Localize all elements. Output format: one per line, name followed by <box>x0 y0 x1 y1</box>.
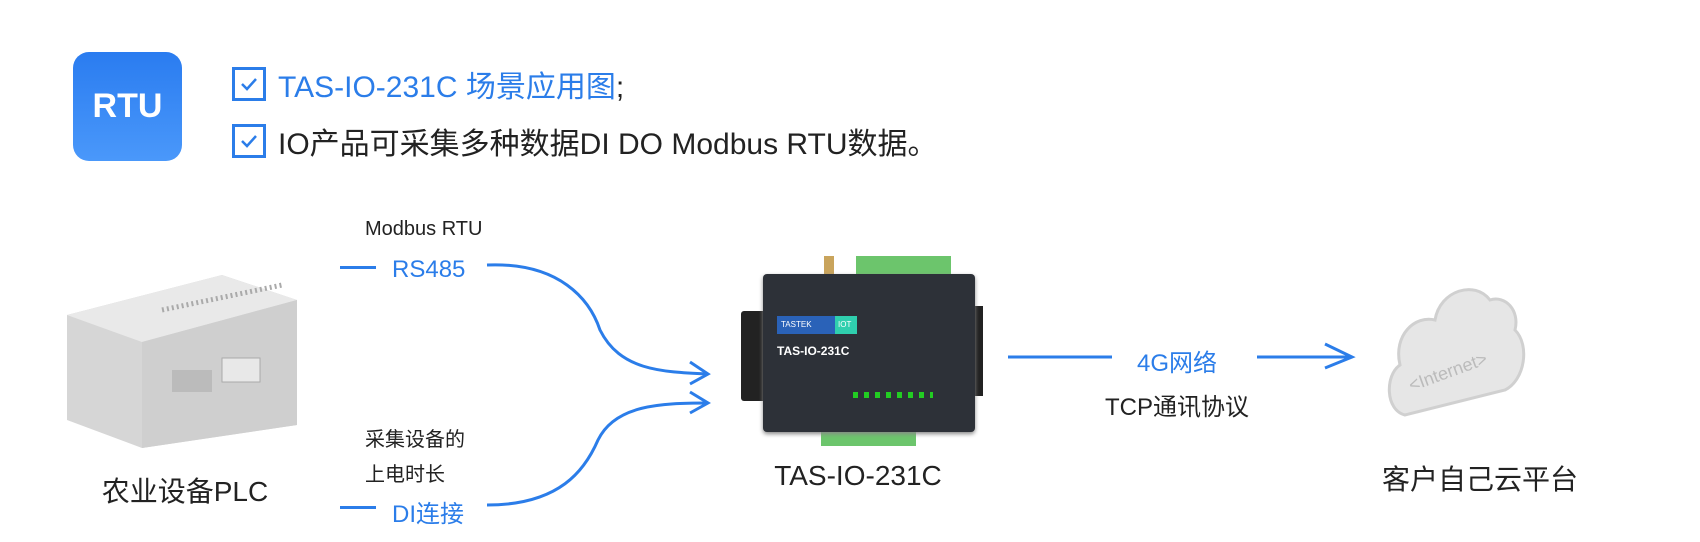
arrowhead-icon <box>689 360 711 386</box>
device-label: TAS-IO-231C <box>774 460 942 491</box>
plc-label: 农业设备PLC <box>101 476 269 507</box>
bullet-2: IO产品可采集多种数据DI DO Modbus RTU数据。 <box>232 119 938 163</box>
checkbox-icon <box>232 67 266 101</box>
device-model-print: TAS-IO-231C <box>777 344 850 358</box>
arrowhead-icon <box>1324 342 1356 370</box>
cloud-platform-label: 客户自己云平台 <box>1381 464 1579 495</box>
arrowhead-icon <box>689 390 711 415</box>
tcp-protocol-label: TCP通讯协议 <box>1105 394 1249 421</box>
di-curve <box>486 401 709 507</box>
rs485-label: RS485 <box>392 256 466 283</box>
bullet-2-text: IO产品可采集多种数据DI DO Modbus RTU数据。 <box>278 128 938 161</box>
rtu-badge-label: RTU <box>92 87 163 125</box>
di-connection-label: DI连接 <box>392 501 464 528</box>
brand-tag: IOT <box>835 316 857 334</box>
checkbox-icon <box>232 124 266 158</box>
rtu-badge: RTU <box>73 52 182 161</box>
bullet-1: TAS-IO-231C 场景应用图; <box>232 62 624 106</box>
plc-device-image <box>67 275 297 448</box>
io-device-image: TASTEK IOT TAS-IO-231C <box>741 256 983 446</box>
rs485-curve <box>486 263 709 376</box>
bullet-1-suffix: ; <box>615 71 625 104</box>
bullet-1-text: TAS-IO-231C 场景应用图 <box>278 71 616 104</box>
cloud-icon: <Internet> <box>1387 288 1526 417</box>
modbus-rtu-label: Modbus RTU <box>365 218 483 240</box>
4g-network-label: 4G网络 <box>1136 350 1218 377</box>
brand-logo: TASTEK <box>777 316 835 334</box>
di-desc-line2: 上电时长 <box>365 464 445 486</box>
di-desc-line1: 采集设备的 <box>365 429 465 451</box>
